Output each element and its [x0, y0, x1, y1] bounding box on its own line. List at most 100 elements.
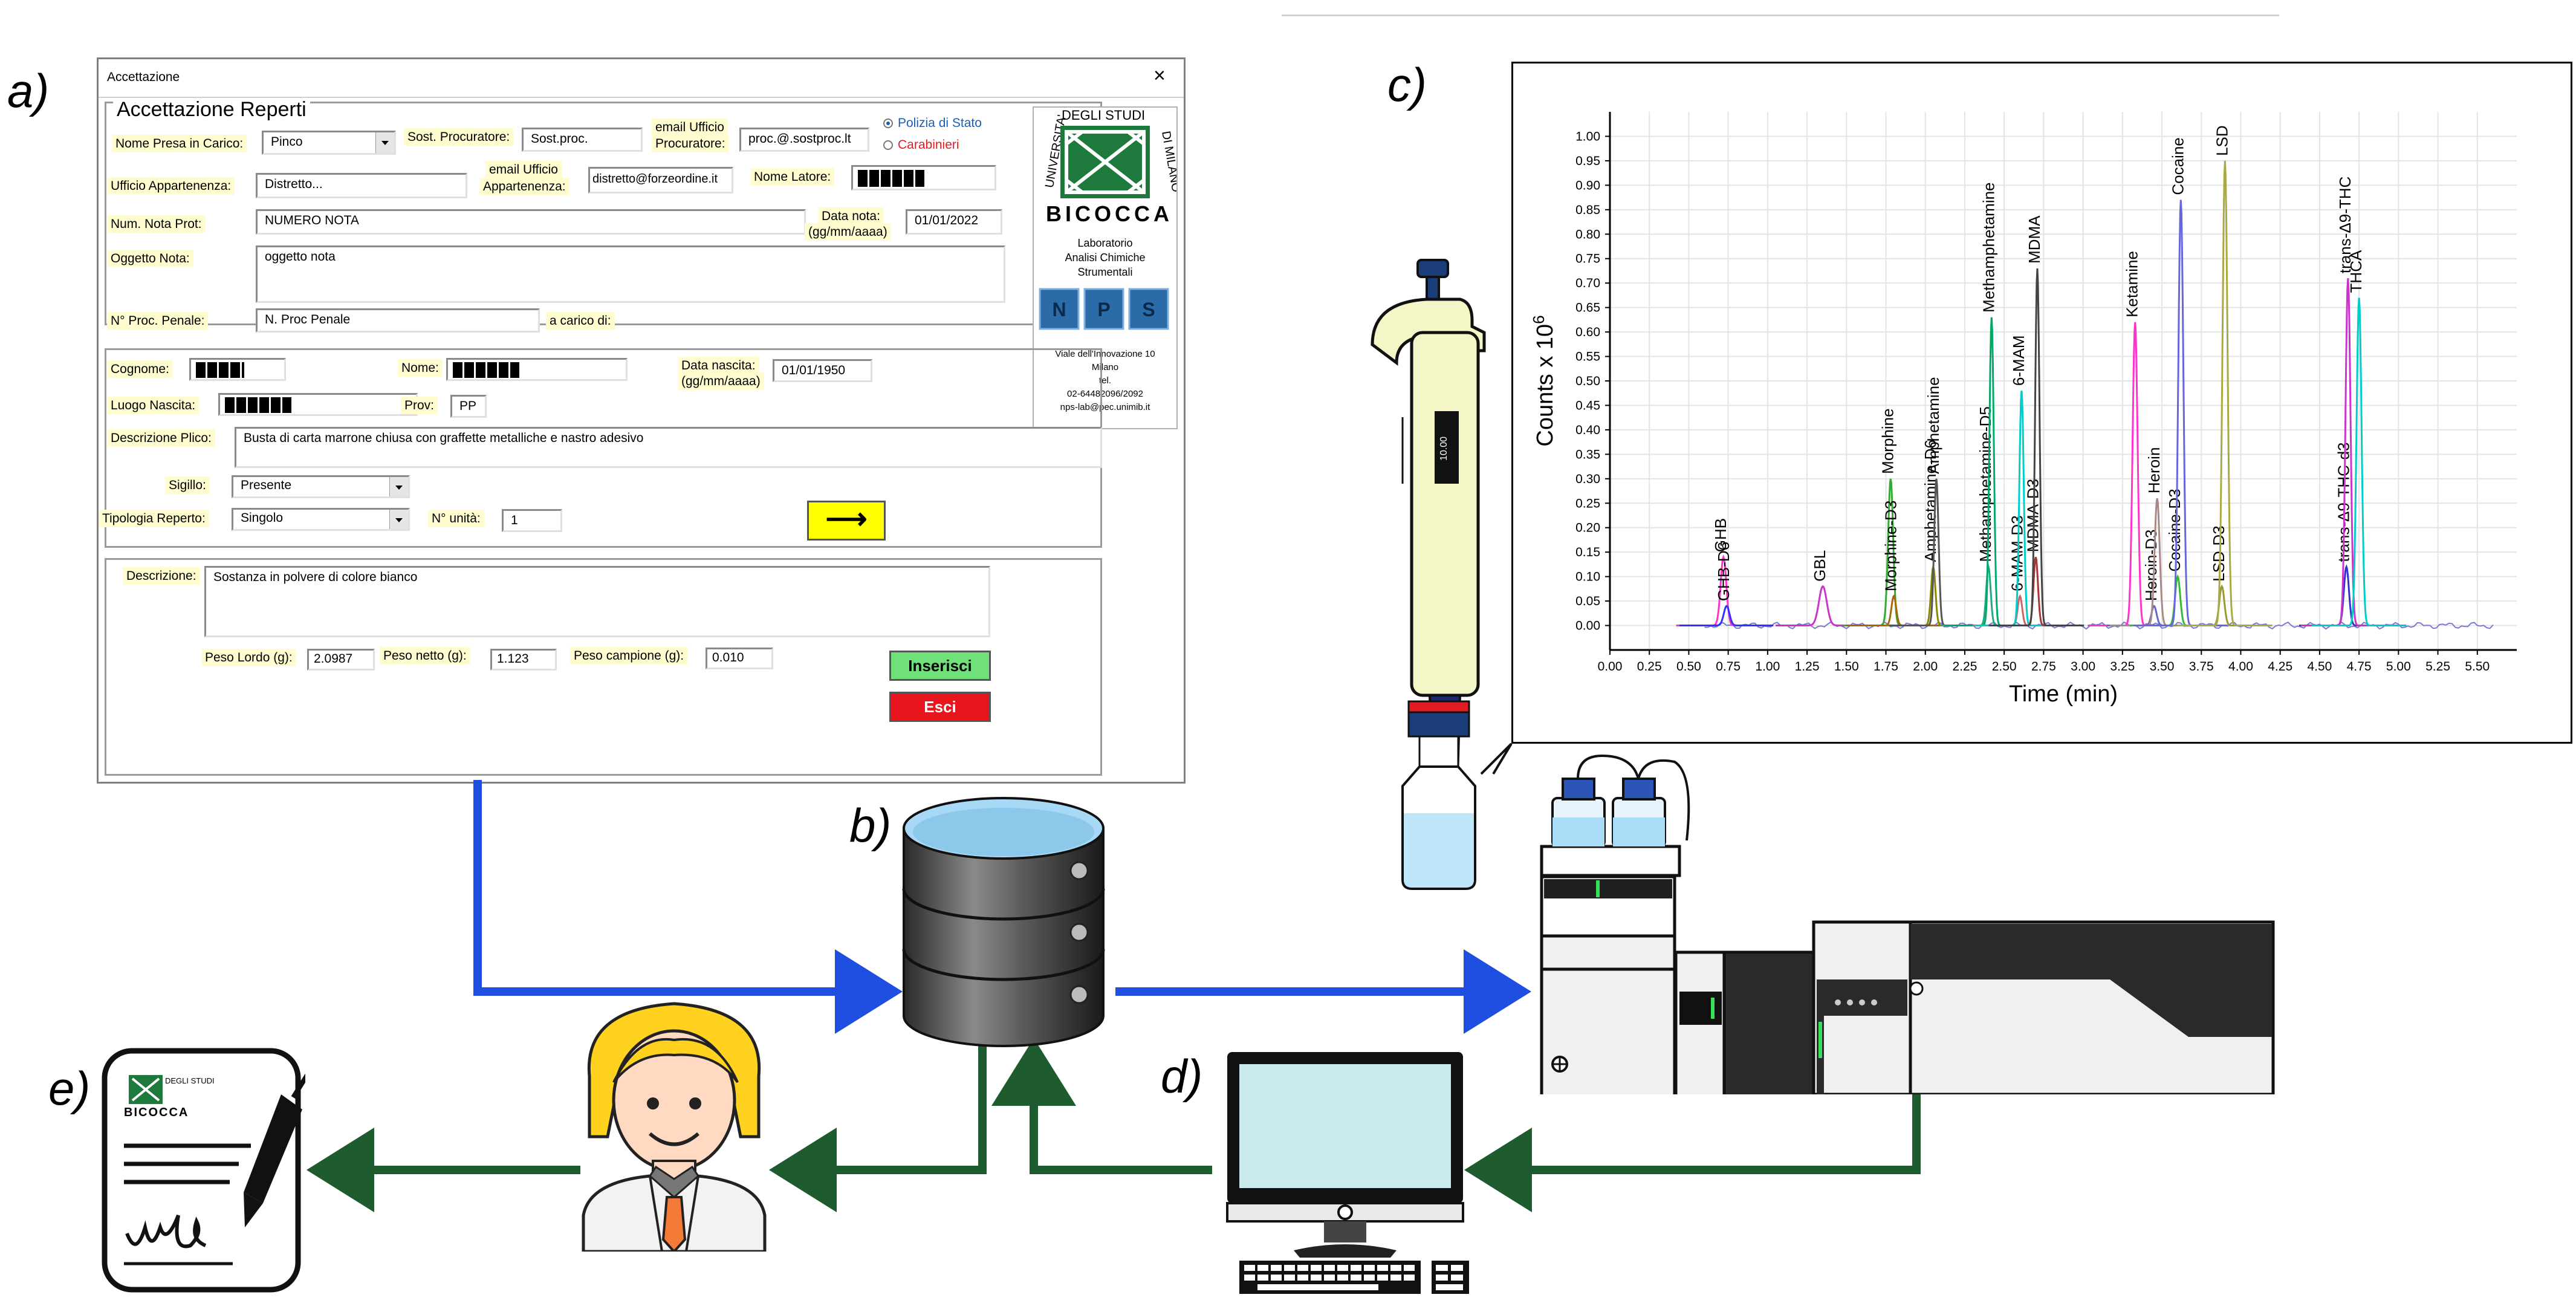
descrizione-value: Sostanza in polvere di colore bianco: [213, 570, 418, 584]
chevron-down-icon[interactable]: [375, 132, 394, 153]
proc-penale-label: N° Proc. Penale:: [107, 312, 209, 330]
redaction-block: [858, 170, 924, 187]
peak-label: Methamphetamine: [1979, 182, 1997, 312]
y-tick-label: 0.00: [1575, 619, 1600, 633]
svg-text:02-64482096/2092: 02-64482096/2092: [1067, 389, 1143, 399]
oggetto-field[interactable]: oggetto nota: [256, 245, 1005, 303]
section-title: Accettazione Reperti: [113, 98, 310, 122]
peak-label: MDMA: [2025, 215, 2043, 264]
peak-label: Ketamine: [2123, 251, 2141, 317]
x-tick-label: 2.00: [1913, 660, 1938, 674]
num-nota-field[interactable]: NUMERO NOTA: [256, 209, 806, 235]
email-app-label-2: Appartenenza:: [479, 178, 569, 196]
data-nota-label-2: (gg/mm/aaaa): [805, 223, 891, 241]
panel-label-a: a): [7, 64, 50, 117]
svg-text:DEGLI STUDI: DEGLI STUDI: [165, 1076, 215, 1085]
nome-latore-field[interactable]: [851, 165, 996, 190]
nome-presa-label: Nome Presa in Carico:: [112, 135, 247, 153]
nome-field[interactable]: [446, 358, 628, 381]
x-tick-label: 4.00: [2228, 660, 2253, 674]
panel-label-e: e): [48, 1062, 91, 1115]
form-window: Accettazione × Accettazione Reperti Nome…: [97, 57, 1186, 784]
ufficio-field[interactable]: Distretto...: [256, 173, 467, 198]
svg-text:P: P: [1097, 299, 1110, 320]
x-tick-label: 3.00: [2071, 660, 2095, 674]
nome-presa-combo[interactable]: Pinco: [262, 131, 396, 155]
ufficio-label: Ufficio Appartenenza:: [107, 177, 235, 195]
x-tick-label: 4.75: [2347, 660, 2372, 674]
svg-text:BICOCCA: BICOCCA: [1046, 201, 1173, 226]
peso-netto-field[interactable]: 1.123: [490, 649, 557, 671]
x-tick-label: 0.75: [1716, 660, 1741, 674]
cognome-label: Cognome:: [107, 360, 173, 378]
y-tick-label: 0.20: [1575, 521, 1600, 535]
peak-trace: [2178, 160, 2273, 626]
peso-netto-label: Peso netto (g):: [380, 647, 470, 665]
sost-proc-label: Sost. Procuratore:: [404, 128, 514, 146]
next-arrow-button[interactable]: ⟶: [807, 501, 886, 541]
tipologia-combo[interactable]: Singolo: [232, 508, 410, 531]
sost-proc-field[interactable]: Sost.proc.: [522, 128, 643, 152]
n-unita-field[interactable]: 1: [502, 509, 562, 532]
svg-text:nps-lab@pec.unimib.it: nps-lab@pec.unimib.it: [1060, 402, 1150, 412]
y-tick-label: 0.60: [1575, 325, 1600, 339]
peak-label: Morphine-D3: [1882, 501, 1900, 591]
panel-label-b: b): [849, 799, 892, 852]
peak-label: Cocaine: [2169, 137, 2187, 195]
peak-label: THCA: [2347, 250, 2365, 293]
y-tick-label: 0.70: [1575, 276, 1600, 290]
y-tick-label: 0.95: [1575, 154, 1600, 168]
radio-carabinieri[interactable]: [883, 140, 893, 150]
peak-label: trans-Δ9-THC: [2336, 177, 2354, 273]
svg-text:Laboratorio: Laboratorio: [1077, 237, 1132, 249]
data-nota-field[interactable]: 01/01/2022: [906, 209, 1002, 235]
prov-field[interactable]: PP: [450, 395, 487, 418]
y-tick-label: 0.40: [1575, 423, 1600, 437]
esci-button[interactable]: Esci: [889, 692, 991, 722]
y-tick-label: 0.65: [1575, 301, 1600, 315]
y-tick-label: 0.35: [1575, 447, 1600, 461]
email-proc-field[interactable]: proc.@.sostproc.lt: [739, 128, 869, 152]
y-tick-label: 0.30: [1575, 472, 1600, 486]
x-tick-label: 5.25: [2425, 660, 2450, 674]
peso-campione-field[interactable]: 0.010: [706, 648, 773, 669]
arrow-form-to-db: [473, 780, 903, 1034]
x-tick-label: 2.75: [2031, 660, 2056, 674]
email-proc-label-1: email Ufficio: [652, 119, 728, 137]
luogo-nascita-field[interactable]: [218, 393, 418, 416]
descr-plico-field[interactable]: Busta di carta marrone chiusa con graffe…: [235, 427, 1102, 468]
redaction-block: [225, 397, 291, 413]
cognome-field[interactable]: [189, 358, 286, 381]
svg-text:Analisi Chimiche: Analisi Chimiche: [1065, 252, 1145, 264]
arrow-db-to-analyst: [769, 1043, 987, 1212]
data-nascita-label-1: Data nascita:: [678, 357, 759, 375]
oggetto-value: oggetto nota: [265, 250, 336, 264]
x-tick-label: 1.75: [1874, 660, 1898, 674]
email-app-field[interactable]: distretto@forzeordine.it: [588, 167, 733, 193]
data-nascita-field[interactable]: 01/01/1950: [773, 359, 872, 382]
y-tick-label: 0.80: [1575, 227, 1600, 241]
close-icon[interactable]: ×: [1153, 64, 1166, 87]
x-tick-label: 5.00: [2386, 660, 2411, 674]
chevron-down-icon[interactable]: [389, 477, 408, 496]
sigillo-combo[interactable]: Presente: [232, 475, 410, 498]
a-carico-label: a carico di:: [546, 312, 615, 330]
peso-lordo-field[interactable]: 2.0987: [307, 649, 375, 671]
chevron-down-icon[interactable]: [389, 510, 408, 529]
radio-polizia-label: Polizia di Stato: [898, 116, 982, 130]
descrizione-field[interactable]: Sostanza in polvere di colore bianco: [204, 566, 990, 637]
y-tick-label: 0.10: [1575, 570, 1600, 584]
x-tick-label: 3.25: [2110, 660, 2135, 674]
nome-presa-value: Pinco: [271, 135, 303, 149]
inserisci-button[interactable]: Inserisci: [889, 651, 991, 681]
pipette-volume: 10.00: [1439, 437, 1449, 461]
peak-label: Heroin: [2145, 447, 2163, 494]
x-tick-label: 2.50: [1992, 660, 2017, 674]
y-tick-label: 0.90: [1575, 178, 1600, 192]
radio-polizia[interactable]: [883, 119, 893, 128]
y-tick-label: 0.15: [1575, 545, 1600, 559]
x-tick-label: 3.75: [2189, 660, 2214, 674]
proc-penale-field[interactable]: N. Proc Penale: [256, 308, 540, 333]
n-unita-label: N° unità:: [428, 510, 484, 528]
